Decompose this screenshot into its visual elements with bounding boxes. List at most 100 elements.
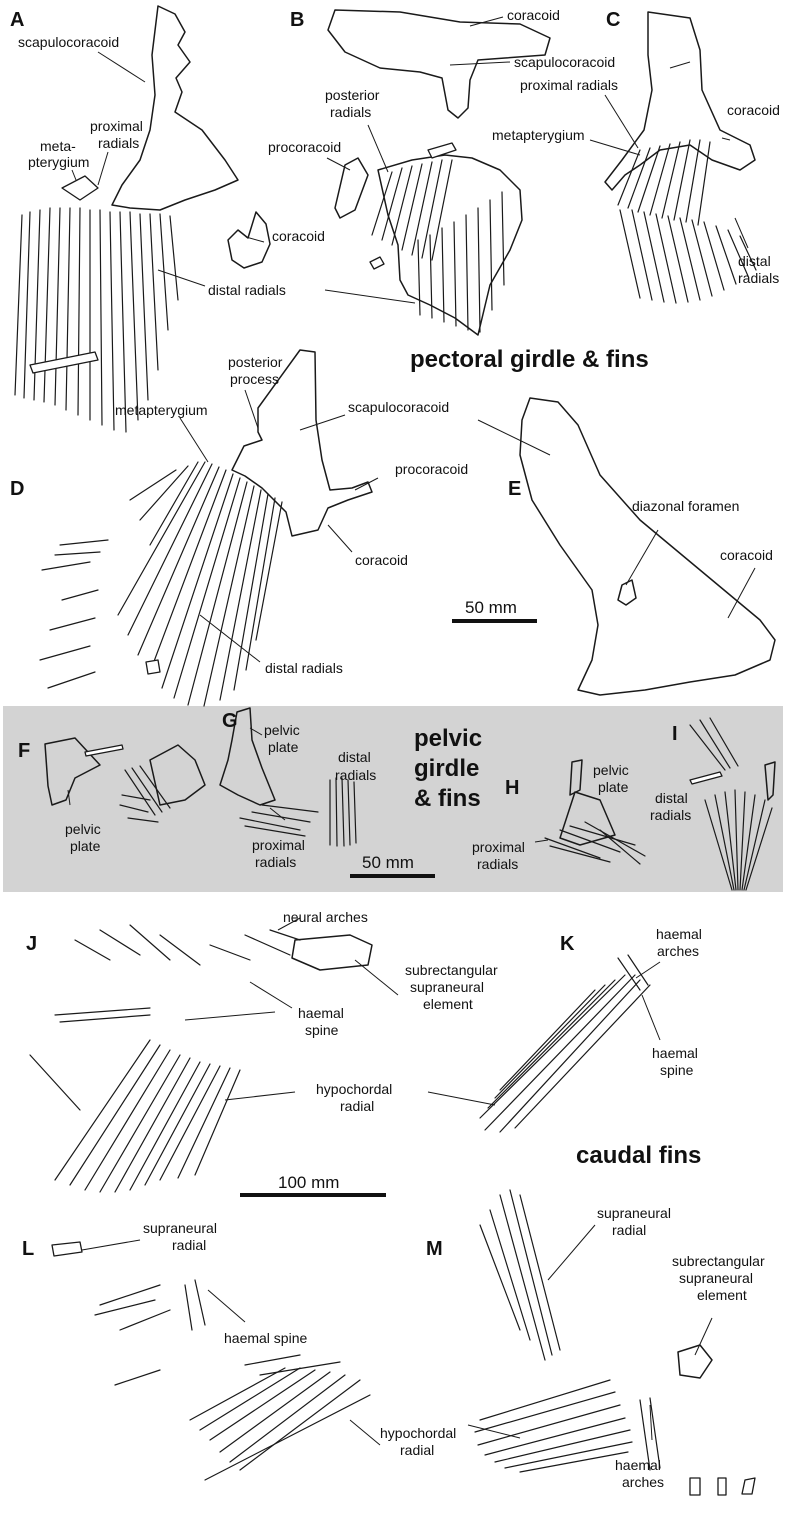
label-m-haemal-arches-1: haemal xyxy=(615,1457,661,1473)
label-b-procoracoid: procoracoid xyxy=(268,139,341,155)
specimen-d-radials xyxy=(39,461,283,707)
panel-d-labels: posterior process scapulocoracoid metapt… xyxy=(115,354,468,676)
label-l-haemal-spine: haemal spine xyxy=(224,1330,307,1346)
label-e-diazonal-foramen: diazonal foramen xyxy=(632,498,739,514)
label-g-pelvic-plate-2: plate xyxy=(268,739,299,755)
panel-m-labels: supraneural radial subrectangular supran… xyxy=(597,1205,765,1490)
label-m-supraneural-radial-1: supraneural xyxy=(597,1205,671,1221)
label-j-subrectangular-1: subrectangular xyxy=(405,962,498,978)
label-j-hypochordal-radial-1: hypochordal xyxy=(316,1081,392,1097)
label-c-distal-radials-2: radials xyxy=(738,270,779,286)
label-m-subrectangular-1: subrectangular xyxy=(672,1253,765,1269)
specimen-f-drawing xyxy=(44,737,206,806)
panel-letter-l: L xyxy=(22,1238,34,1260)
label-j-subrectangular-2: supraneural xyxy=(410,979,484,995)
label-h-pelvic-plate-2: plate xyxy=(598,779,629,795)
svg-text:100 mm: 100 mm xyxy=(278,1173,339,1192)
label-j-hypochordal-radial-2: radial xyxy=(340,1098,374,1114)
specimen-a-distal-radials xyxy=(14,207,179,433)
panel-l-labels: supraneural radial haemal spine hypochor… xyxy=(143,1220,456,1458)
label-d-scapulocoracoid: scapulocoracoid xyxy=(348,399,449,415)
label-b-scapulocoracoid: scapulocoracoid xyxy=(514,54,615,70)
label-j-haemal-spine-2: spine xyxy=(305,1022,339,1038)
svg-text:pelvic: pelvic xyxy=(414,725,482,752)
specimen-l-drawing xyxy=(51,1241,371,1481)
specimen-b-drawing xyxy=(327,9,551,336)
pelvic-section-background xyxy=(3,706,783,892)
specimen-g-radials xyxy=(239,777,357,847)
panel-a-labels: scapulocoracoid meta- pterygium proximal… xyxy=(18,34,325,298)
label-g-distal-radials-2: radials xyxy=(335,767,376,783)
label-a-coracoid: coracoid xyxy=(272,228,325,244)
label-c-metapterygium: metapterygium xyxy=(492,127,585,143)
label-j-neural-arches: neural arches xyxy=(283,909,368,925)
label-m-haemal-arches-2: arches xyxy=(622,1474,664,1490)
specimen-f-radials xyxy=(119,765,171,823)
pectoral-section-title: pectoral girdle & fins xyxy=(410,346,649,373)
panel-e-labels: diazonal foramen coracoid xyxy=(632,498,773,563)
panel-h-labels: pelvic plate proximal radials xyxy=(472,762,629,872)
label-d-posterior-process-2: process xyxy=(230,371,279,387)
label-l-hypochordal-radial-2: radial xyxy=(400,1442,434,1458)
specimen-c-radials xyxy=(617,139,757,304)
panel-letters: A B C D E F G H I J K L M xyxy=(10,9,678,1260)
label-a-proximal-radials-1: proximal xyxy=(90,118,143,134)
specimen-e-drawing xyxy=(519,397,776,696)
panel-letter-j: J xyxy=(26,933,37,955)
label-l-supraneural-radial-2: radial xyxy=(172,1237,206,1253)
specimen-j-radials xyxy=(54,1039,241,1193)
label-f-pelvic-plate-2: plate xyxy=(70,838,101,854)
label-c-proximal-radials: proximal radials xyxy=(520,77,618,93)
specimen-i-radials xyxy=(704,789,773,891)
panel-f-labels: pelvic plate xyxy=(65,821,101,854)
panel-letter-a: A xyxy=(10,9,24,31)
label-g-pelvic-plate-1: pelvic xyxy=(264,722,300,738)
panel-j-labels: neural arches subrectangular supraneural… xyxy=(283,909,498,1114)
label-g-proximal-radials-2: radials xyxy=(255,854,296,870)
label-c-distal-radials-1: distal xyxy=(738,253,771,269)
label-d-metapterygium: metapterygium xyxy=(115,402,208,418)
panel-letter-e: E xyxy=(508,478,521,500)
label-h-proximal-radials-2: radials xyxy=(477,856,518,872)
label-a-metapterygium-1: meta- xyxy=(40,138,76,154)
label-g-proximal-radials-1: proximal xyxy=(252,837,305,853)
specimen-c-drawing xyxy=(604,11,756,191)
label-h-pelvic-plate-1: pelvic xyxy=(593,762,629,778)
panel-letter-h: H xyxy=(505,777,519,799)
label-f-pelvic-plate-1: pelvic xyxy=(65,821,101,837)
specimen-k-drawing xyxy=(479,954,651,1133)
label-b-posterior-radials-2: radials xyxy=(330,104,371,120)
label-b-posterior-radials-1: posterior xyxy=(325,87,380,103)
label-m-subrectangular-3: element xyxy=(697,1287,747,1303)
panel-letter-d: D xyxy=(10,478,24,500)
label-d-coracoid: coracoid xyxy=(355,552,408,568)
label-leader-lines xyxy=(67,16,756,1446)
label-h-proximal-radials-1: proximal xyxy=(472,839,525,855)
specimen-a-drawing xyxy=(61,5,271,269)
label-j-subrectangular-3: element xyxy=(423,996,473,1012)
label-k-haemal-arches-1: haemal xyxy=(656,926,702,942)
panel-letter-b: B xyxy=(290,9,304,31)
label-m-supraneural-radial-2: radial xyxy=(612,1222,646,1238)
label-i-distal-radials-1: distal xyxy=(655,790,688,806)
specimen-j-drawing xyxy=(29,924,373,1111)
caudal-section-title: caudal fins xyxy=(576,1142,701,1169)
panel-letter-f: F xyxy=(18,740,30,762)
panel-letter-k: K xyxy=(560,933,575,955)
label-d-distal-radials: distal radials xyxy=(265,660,343,676)
specimen-h-radials xyxy=(544,821,646,865)
pelvic-scale-bar: 50 mm xyxy=(350,853,435,878)
label-e-coracoid: coracoid xyxy=(720,547,773,563)
label-a-scapulocoracoid: scapulocoracoid xyxy=(18,34,119,50)
label-k-haemal-arches-2: arches xyxy=(657,943,699,959)
specimen-i-drawing xyxy=(689,717,776,801)
pectoral-scale-bar: 50 mm xyxy=(452,598,537,623)
panel-b-labels: coracoid scapulocoracoid posterior radia… xyxy=(268,7,615,155)
svg-text:girdle: girdle xyxy=(414,755,479,782)
label-k-haemal-spine-2: spine xyxy=(660,1062,694,1078)
label-j-haemal-spine-1: haemal xyxy=(298,1005,344,1021)
svg-text:50 mm: 50 mm xyxy=(362,853,414,872)
panel-letter-m: M xyxy=(426,1238,443,1260)
label-b-coracoid: coracoid xyxy=(507,7,560,23)
